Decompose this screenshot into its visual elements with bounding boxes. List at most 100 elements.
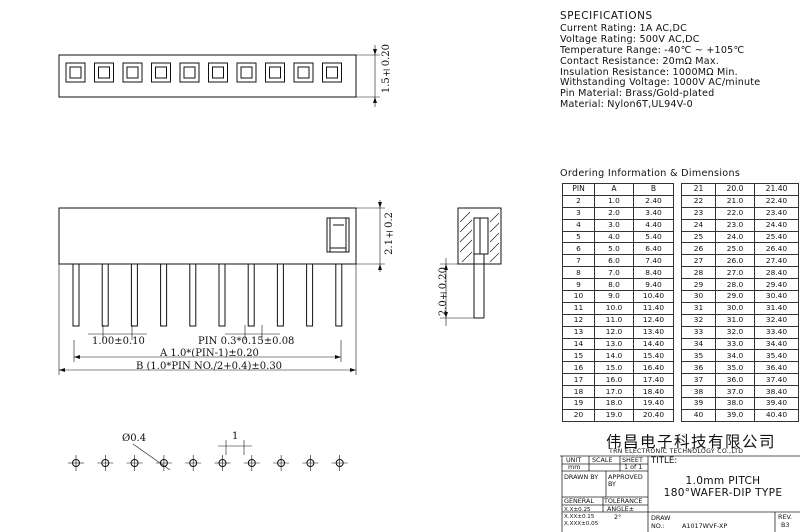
pcb-hole-pattern (68, 455, 348, 471)
tolerance-label: TOLERANCE (604, 497, 643, 505)
table-cell: 8.40 (633, 266, 674, 280)
pcb-hole (214, 455, 231, 471)
table-cell: 9.40 (633, 278, 674, 292)
side-view (440, 207, 502, 326)
table-cell: 2.40 (633, 194, 674, 208)
table-cell: 38 (681, 385, 716, 399)
ordering-title: Ordering Information & Dimensions (560, 168, 741, 179)
table-cell: 29.40 (754, 278, 799, 292)
contact-cavity (236, 62, 257, 83)
table-cell: 3.40 (633, 206, 674, 220)
table-cell: 23 (681, 206, 716, 220)
contact-cavity (94, 62, 114, 83)
table-gap (674, 255, 682, 267)
table-cell: 36.40 (754, 361, 799, 375)
pitch-dimension: 1.00±0.10 (92, 336, 145, 347)
unit-value: mm (568, 463, 581, 471)
table-cell: 14.0 (594, 349, 634, 363)
angle-value: 2° (614, 513, 622, 521)
hole-diameter-dimension: Ø0.4 (122, 433, 147, 444)
table-cell: 26.0 (715, 254, 755, 268)
table-gap (674, 291, 682, 303)
table-cell: 22 (681, 194, 716, 208)
rev-label: REV. (778, 513, 793, 521)
top-view (58, 54, 357, 98)
table-cell: 19.0 (594, 408, 634, 422)
table-cell: 35.40 (754, 349, 799, 363)
table-cell: 39.0 (715, 408, 755, 422)
table-gap (674, 302, 682, 314)
table-cell: 5 (562, 230, 595, 244)
table-gap (674, 195, 682, 207)
contact-cavity (65, 62, 86, 83)
table-cell: 11.0 (594, 313, 634, 327)
table-cell: 9 (562, 278, 595, 292)
contact-cavity (122, 62, 143, 83)
table-gap (674, 207, 682, 219)
table-cell: 33.0 (715, 337, 755, 351)
table-cell: 21.40 (754, 183, 799, 196)
drawn-by-label: DRAWN BY (564, 473, 599, 481)
pcb-hole (97, 455, 114, 471)
pcb-hole (302, 455, 319, 471)
pcb-hole (126, 455, 143, 471)
table-gap (674, 231, 682, 243)
pin (101, 263, 109, 327)
table-cell: 40 (681, 408, 716, 422)
table-cell: 40.40 (754, 408, 799, 422)
pin (276, 263, 284, 327)
table-cell: 8 (562, 266, 595, 280)
table-cell: 38.0 (715, 397, 755, 410)
table-cell: 38.40 (754, 385, 799, 399)
body-height-dimension: 2.1±0.2 (384, 212, 395, 255)
table-cell: 10 (562, 290, 595, 303)
drawing-no-label: NO.: (651, 522, 665, 530)
table-cell: 13 (562, 325, 595, 339)
table-cell: 29 (681, 278, 716, 292)
table-cell: 36 (681, 361, 716, 375)
spec-temperature: Temperature Range: -40℃ ~ +105℃ (560, 44, 745, 56)
table-cell: 28.0 (715, 278, 755, 292)
table-cell: 25.0 (715, 242, 755, 256)
b-dimension: B (1.0*PIN NO./2+0.4)±0.30 (136, 361, 283, 372)
table-gap (674, 398, 682, 410)
title-label: TITLE: (651, 456, 678, 466)
table-cell: 33.40 (754, 325, 799, 339)
table-gap (674, 409, 682, 421)
table-cell: 27.0 (715, 266, 755, 280)
contact-cavity (293, 62, 314, 83)
table-gap (674, 350, 682, 362)
table-cell: 18.0 (594, 397, 634, 410)
angle-label: ANGLE± (607, 505, 635, 513)
table-header: PIN (562, 183, 595, 196)
table-cell: 13.0 (594, 337, 634, 351)
table-cell: 6.0 (594, 254, 634, 268)
table-cell: 30 (681, 290, 716, 303)
table-gap (674, 184, 682, 196)
table-cell: 3 (562, 206, 595, 220)
table-cell: 23.0 (715, 218, 755, 232)
pin (160, 263, 168, 327)
pcb-hole (243, 455, 260, 471)
rev-value: B3 (781, 521, 790, 529)
contact-cavity (322, 62, 342, 83)
table-cell: 10.40 (633, 290, 674, 303)
pin (247, 263, 255, 327)
table-cell: 18 (562, 385, 595, 399)
table-cell: 21 (681, 183, 716, 196)
table-cell: 26.40 (754, 242, 799, 256)
table-cell: 22.0 (715, 206, 755, 220)
table-cell: 14 (562, 337, 595, 351)
spec-withstanding: Withstanding Voltage: 1000V AC/minute (560, 77, 761, 89)
scale-label: SCALE (592, 456, 613, 464)
table-cell: 28.40 (754, 266, 799, 280)
